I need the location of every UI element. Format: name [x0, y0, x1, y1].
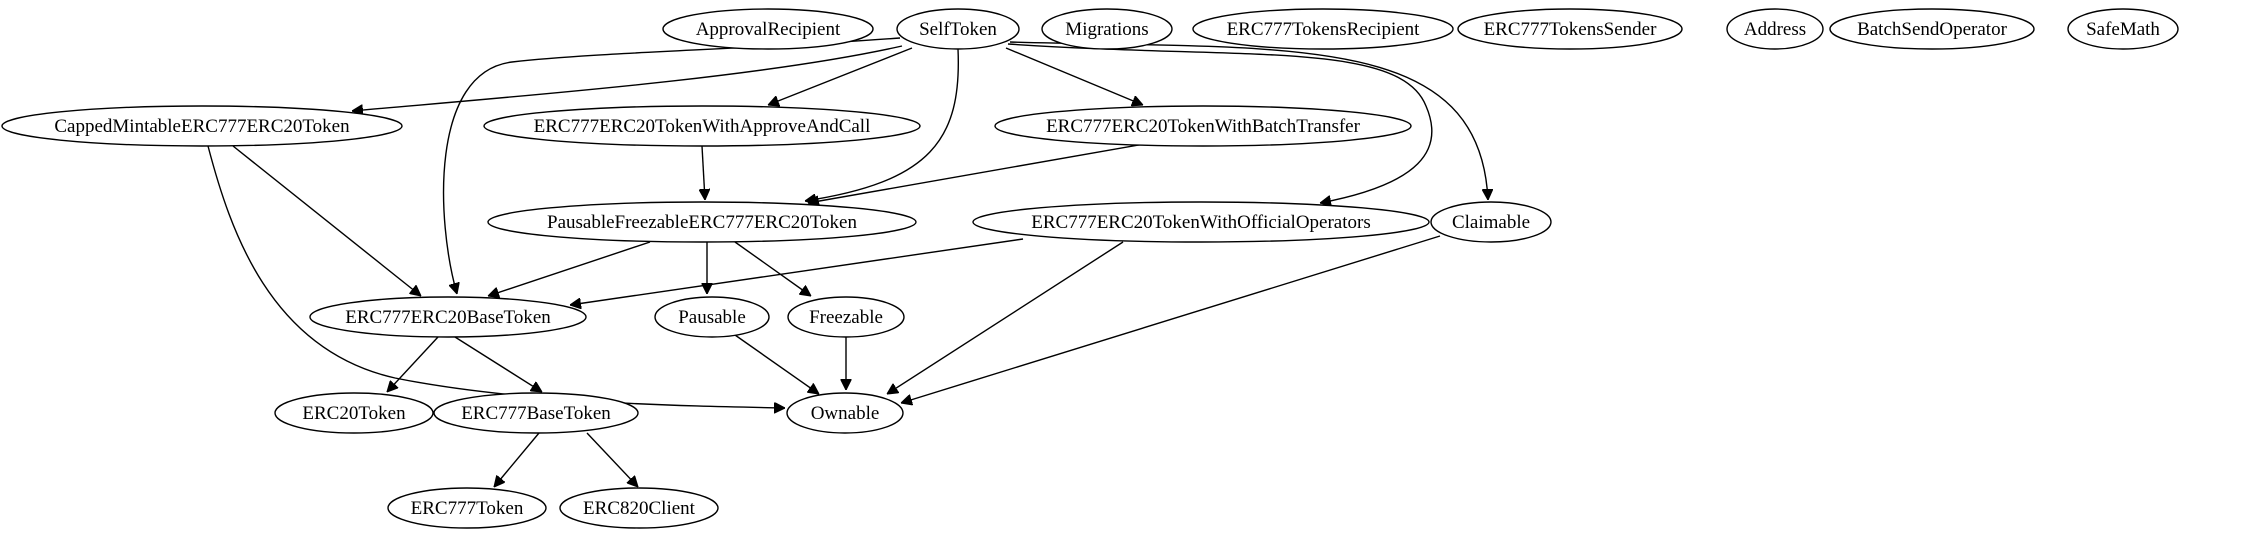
node-erc777-tokens-recipient: ERC777TokensRecipient [1192, 8, 1454, 50]
node-safe-math: SafeMath [2067, 8, 2179, 50]
node-address: Address [1726, 8, 1824, 50]
node-ellipse [896, 8, 1020, 50]
node-claimable: Claimable [1430, 201, 1552, 243]
node-ellipse [2067, 8, 2179, 50]
node-label: ERC820Client [583, 498, 696, 519]
node-freezable: Freezable [787, 296, 905, 338]
node-ellipse [1041, 8, 1173, 50]
node-batch-transfer: ERC777ERC20TokenWithBatchTransfer [994, 105, 1412, 147]
node-erc20-token: ERC20Token [274, 392, 434, 434]
node-approval-recipient: ApprovalRecipient [662, 8, 874, 50]
node-ellipse [1, 105, 403, 147]
edge-official-operators-to-ownable [887, 241, 1124, 394]
edge-approve-and-call-to-pausable-freezable [702, 145, 705, 200]
node-approve-and-call: ERC777ERC20TokenWithApproveAndCall [483, 105, 921, 147]
node-ellipse [994, 105, 1412, 147]
node-batch-send-operator: BatchSendOperator [1829, 8, 2035, 50]
edge-self-token-to-batch-transfer [1005, 47, 1143, 105]
edge-erc777-erc20-base-token-to-erc777-base-token [454, 336, 542, 392]
edge-pausable-to-ownable [734, 334, 819, 394]
node-ellipse [1192, 8, 1454, 50]
node-migrations: Migrations [1041, 8, 1173, 50]
node-ellipse [1457, 8, 1683, 50]
node-label: ERC777ERC20TokenWithBatchTransfer [1046, 116, 1361, 137]
node-ellipse [559, 487, 719, 529]
edge-batch-transfer-to-pausable-freezable [808, 142, 1151, 203]
node-label: Ownable [811, 403, 880, 424]
node-ellipse [433, 392, 639, 434]
node-self-token: SelfToken [896, 8, 1020, 50]
node-ellipse [274, 392, 434, 434]
edge-erc777-base-token-to-erc777-token [494, 432, 540, 487]
node-pausable: Pausable [654, 296, 770, 338]
node-label: ERC20Token [302, 403, 406, 424]
node-erc820-client: ERC820Client [559, 487, 719, 529]
edge-pausable-freezable-to-freezable [734, 241, 811, 296]
node-ellipse [487, 201, 917, 243]
node-ownable: Ownable [786, 392, 904, 434]
node-label: ERC777ERC20TokenWithApproveAndCall [534, 116, 871, 137]
node-label: ERC777BaseToken [461, 403, 611, 424]
node-label: ApprovalRecipient [696, 19, 841, 40]
edge-self-token-to-official-operators [1007, 43, 1433, 203]
edge-self-token-to-pausable-freezable [805, 48, 960, 201]
node-ellipse [1829, 8, 2035, 50]
node-ellipse [309, 296, 587, 338]
edge-self-token-to-approve-and-call [768, 47, 913, 105]
node-erc777-token: ERC777Token [387, 487, 547, 529]
node-label: PausableFreezableERC777ERC20Token [547, 212, 857, 233]
node-label: ERC777ERC20TokenWithOfficialOperators [1031, 212, 1371, 233]
node-label: ERC777TokensSender [1484, 19, 1657, 40]
node-erc777-base-token: ERC777BaseToken [433, 392, 639, 434]
edge-erc777-base-token-to-erc820-client [586, 432, 638, 487]
node-ellipse [972, 201, 1430, 243]
node-label: Freezable [809, 307, 883, 328]
node-label: Pausable [678, 307, 746, 328]
node-ellipse [1430, 201, 1552, 243]
node-label: SelfToken [919, 19, 997, 40]
node-ellipse [662, 8, 874, 50]
node-label: ERC777ERC20BaseToken [345, 307, 551, 328]
edge-erc777-erc20-base-token-to-erc20-token [387, 336, 439, 392]
node-label: SafeMath [2086, 19, 2160, 40]
node-label: Migrations [1065, 19, 1148, 40]
node-label: CappedMintableERC777ERC20Token [54, 116, 350, 137]
node-label: Address [1744, 19, 1806, 40]
edge-capped-mintable-to-ownable [207, 145, 785, 408]
edge-claimable-to-ownable [901, 235, 1441, 403]
edge-capped-mintable-to-erc777-erc20-base-token [232, 145, 421, 296]
node-erc777-erc20-base-token: ERC777ERC20BaseToken [309, 296, 587, 338]
edge-official-operators-to-erc777-erc20-base-token [570, 238, 1024, 305]
node-erc777-tokens-sender: ERC777TokensSender [1457, 8, 1683, 50]
node-official-operators: ERC777ERC20TokenWithOfficialOperators [972, 201, 1430, 243]
edge-pausable-freezable-to-erc777-erc20-base-token [488, 241, 651, 296]
node-ellipse [483, 105, 921, 147]
node-label: ERC777TokensRecipient [1227, 19, 1421, 40]
node-ellipse [387, 487, 547, 529]
node-ellipse [1726, 8, 1824, 50]
node-capped-mintable: CappedMintableERC777ERC20Token [1, 105, 403, 147]
node-label: BatchSendOperator [1857, 19, 2008, 40]
node-ellipse [654, 296, 770, 338]
node-label: Claimable [1452, 212, 1530, 233]
node-ellipse [786, 392, 904, 434]
node-label: ERC777Token [411, 498, 524, 519]
edge-self-token-to-erc777-erc20-base-token [442, 37, 901, 294]
node-ellipse [787, 296, 905, 338]
edge-self-token-to-capped-mintable [352, 45, 903, 111]
node-pausable-freezable: PausableFreezableERC777ERC20Token [487, 201, 917, 243]
